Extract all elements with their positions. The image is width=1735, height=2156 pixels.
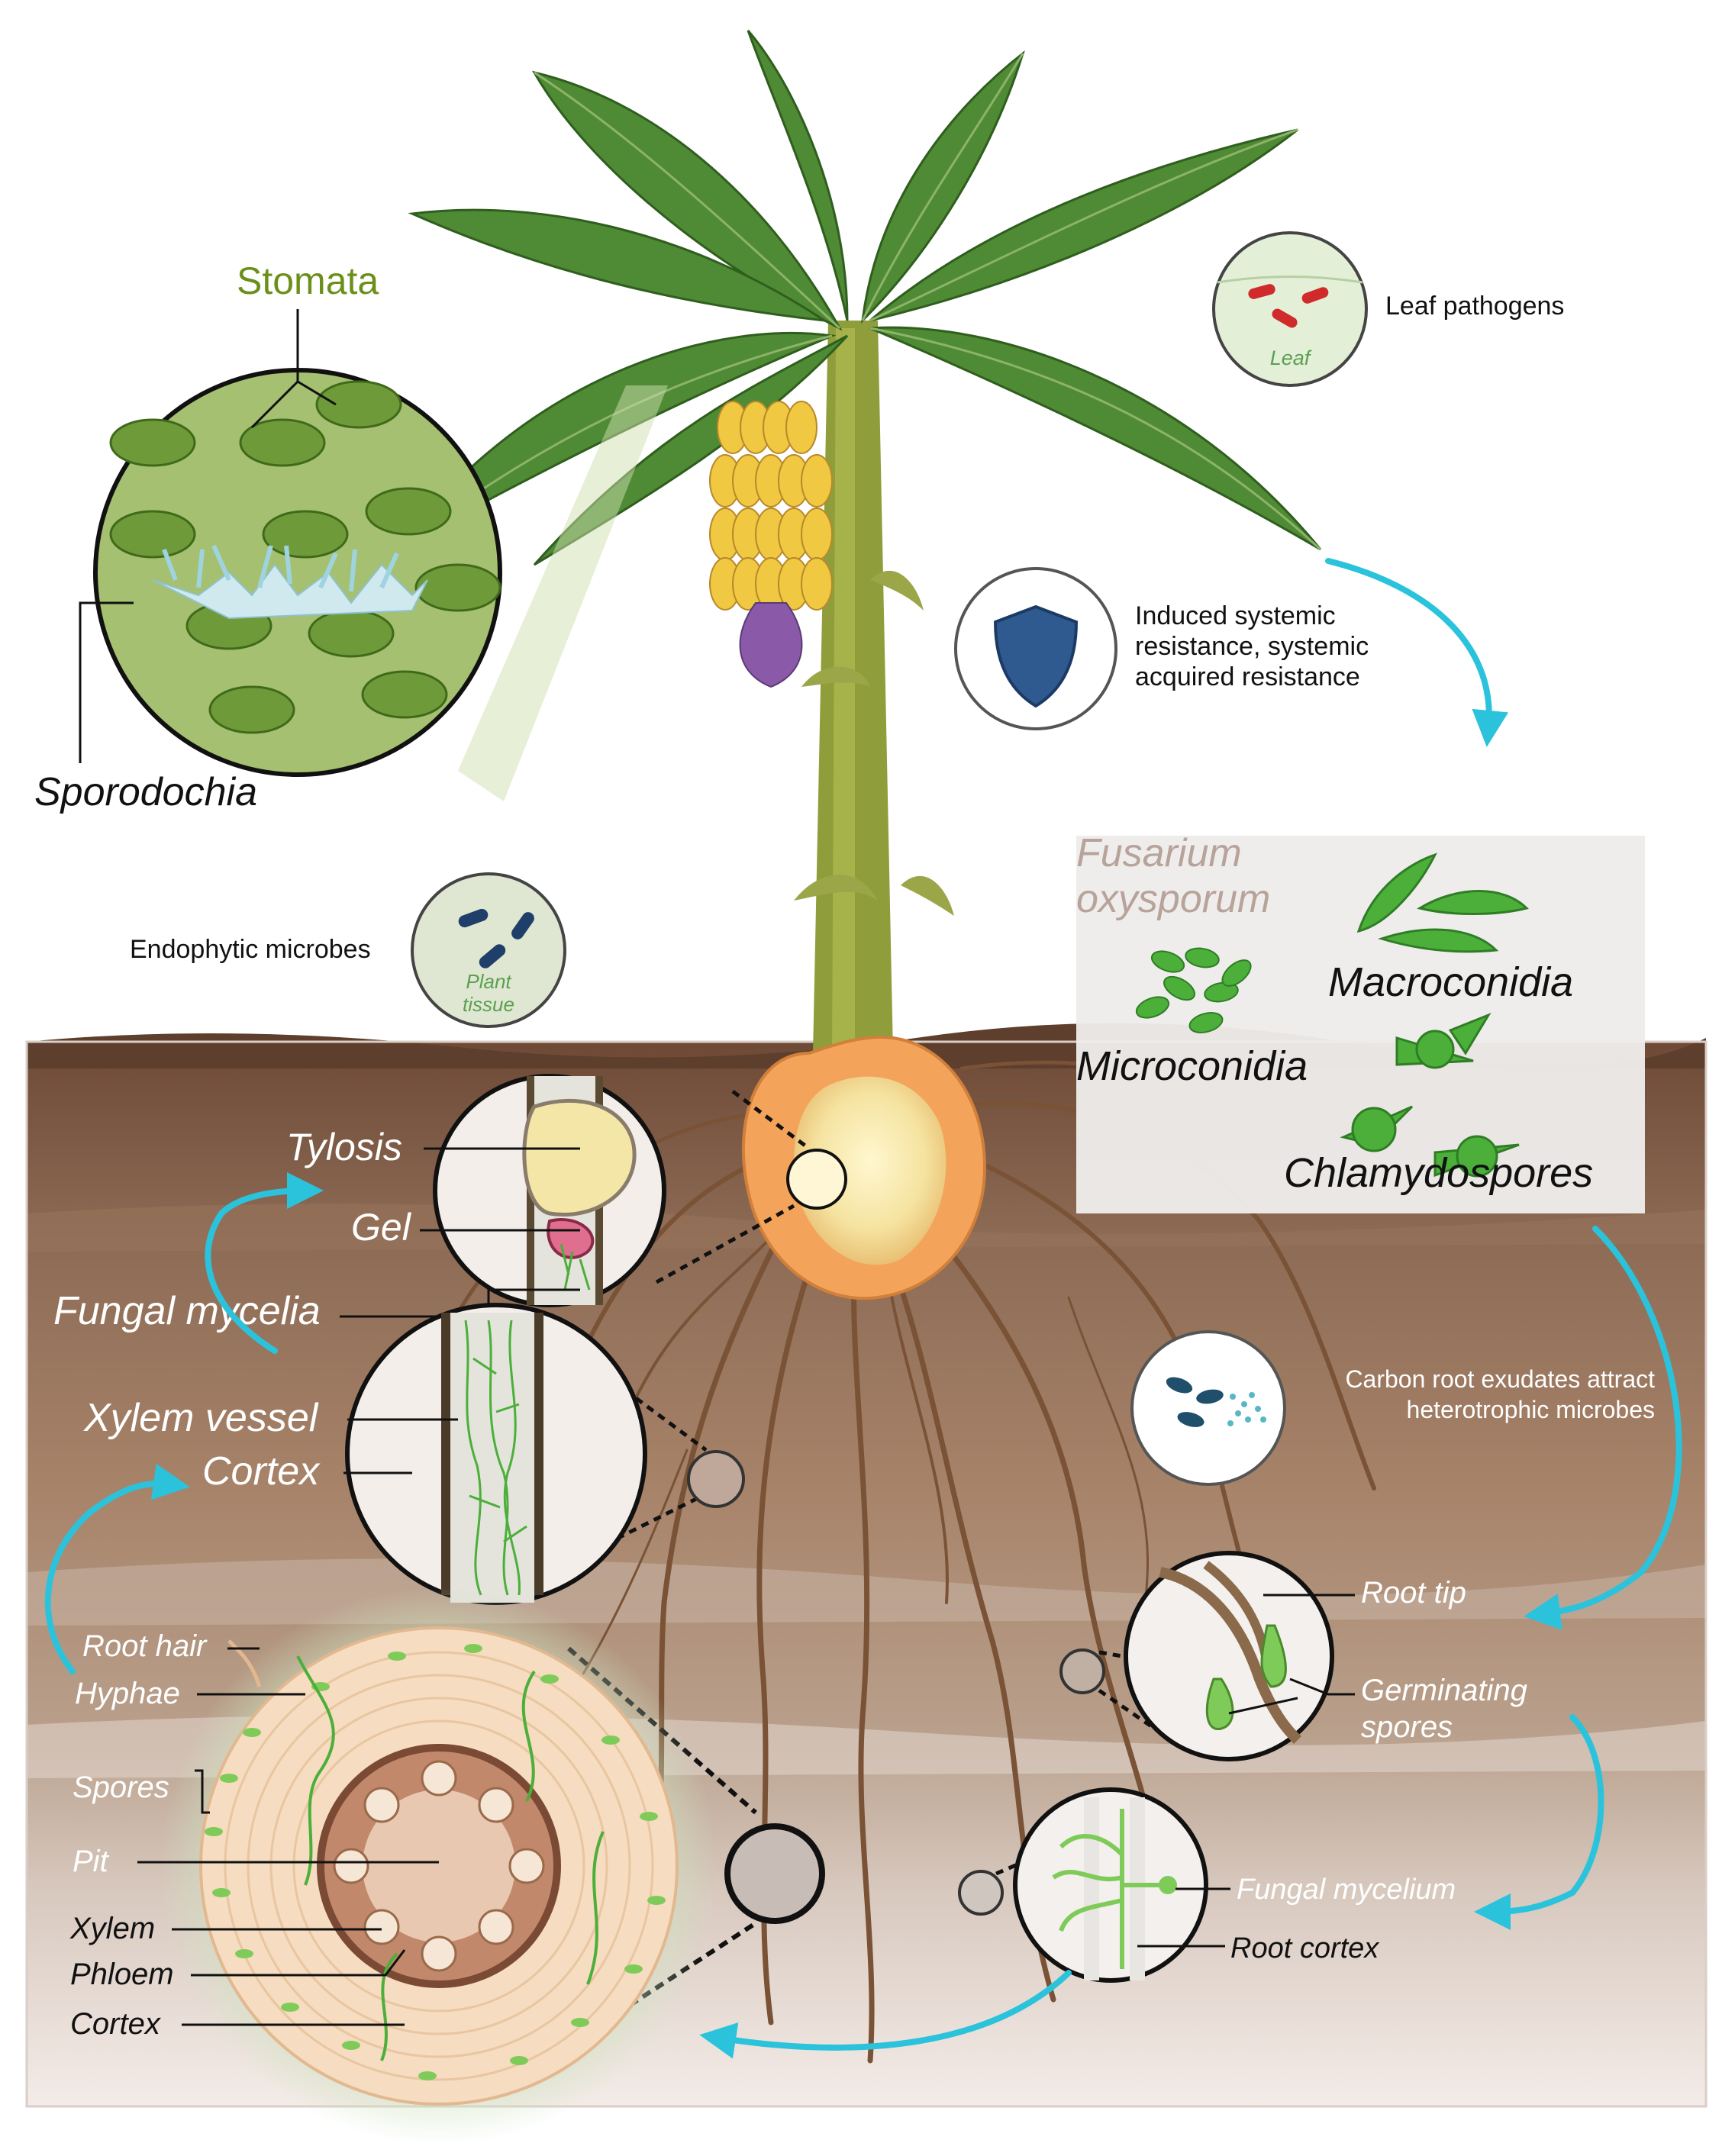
xylem-inset-upper: Tylosis Gel Fungal mycelia bbox=[53, 1074, 811, 1354]
arrow-to-mycelium-inset bbox=[1474, 1714, 1604, 1930]
cross-section-zoom-circle bbox=[724, 1823, 825, 1924]
xylem-vessel-label: Xylem vessel bbox=[83, 1396, 319, 1440]
tylosis-shape bbox=[522, 1098, 637, 1217]
fusarium-name-line-2: oxysporum bbox=[1076, 877, 1270, 921]
banana-bunch bbox=[709, 401, 833, 688]
root-hair-shape bbox=[227, 1639, 262, 1687]
endophytic-microbes-label: Endophytic microbes bbox=[130, 935, 371, 964]
gel-label: Gel bbox=[351, 1206, 412, 1249]
chlamydospores-icon bbox=[1340, 1012, 1520, 1178]
microconidia-label: Microconidia bbox=[1076, 1043, 1308, 1089]
corm bbox=[742, 1036, 987, 1300]
banana-pseudostem bbox=[794, 321, 954, 1053]
germinating-spores-line-2: spores bbox=[1361, 1710, 1453, 1744]
banana-flower bbox=[739, 602, 803, 688]
pit-label: Pit bbox=[73, 1845, 110, 1878]
arrow-to-cross-section bbox=[699, 1970, 1072, 2059]
phloem-label: Phloem bbox=[70, 1958, 174, 1991]
exudates-line-2: heterotrophic microbes bbox=[1407, 1396, 1655, 1423]
arrow-box-to-root-tip bbox=[1524, 1226, 1682, 1630]
root-tip-label: Root tip bbox=[1361, 1576, 1466, 1610]
fungal-mycelia-label: Fungal mycelia bbox=[53, 1289, 321, 1333]
plant-tissue-line-2: tissue bbox=[463, 993, 514, 1016]
fungal-mycelium-shape bbox=[1052, 1809, 1168, 1969]
microbe-icon bbox=[458, 908, 534, 968]
microconidia-icon bbox=[1135, 947, 1252, 1033]
leaf-circle-text: Leaf bbox=[1270, 346, 1312, 369]
fungal-spores-in-cortex bbox=[205, 1644, 666, 2080]
root-hair-label: Root hair bbox=[82, 1629, 208, 1663]
exudate-dots bbox=[1227, 1392, 1266, 1426]
tylosis-label: Tylosis bbox=[286, 1126, 402, 1168]
spores-label: Spores bbox=[73, 1771, 169, 1804]
heterotrophic-microbe-icon bbox=[1166, 1377, 1224, 1427]
corm-zoom-circle bbox=[786, 1149, 847, 1210]
cortex-label-upper: Cortex bbox=[202, 1449, 321, 1494]
bacteria-icon bbox=[1248, 284, 1329, 328]
fungal-mycelium-label: Fungal mycelium bbox=[1237, 1874, 1456, 1906]
arrow-to-upper-inset bbox=[205, 1172, 324, 1354]
xylem-inset-lower: Xylem vessel Cortex bbox=[44, 1303, 745, 1674]
macroconidia-label: Macroconidia bbox=[1328, 959, 1573, 1005]
root-exudates-callout: Carbon root exudates attract heterotroph… bbox=[1130, 1226, 1682, 1630]
fusarium-box: Fusarium oxysporum Macroconidia Microcon… bbox=[1076, 831, 1645, 1213]
hyphae-shape bbox=[296, 1655, 605, 2061]
stomata-inset: Stomata Sporodochia bbox=[34, 259, 668, 814]
arrow-to-lower-inset bbox=[44, 1463, 190, 1674]
xylem-label: Xylem bbox=[69, 1912, 155, 1945]
exudates-line-1: Carbon root exudates attract bbox=[1345, 1365, 1655, 1393]
resistance-line-1: Induced systemic bbox=[1135, 601, 1336, 630]
mycelium-inset: Fungal mycelium Root cortex bbox=[699, 1787, 1456, 2059]
root-zoom-circle bbox=[687, 1450, 745, 1508]
leaf-midribs bbox=[396, 53, 1322, 551]
root-cross-section: Root hair Hyphae Spores Pit Xylem Phloem… bbox=[69, 1587, 825, 2145]
leaf-pathogens-label: Leaf pathogens bbox=[1385, 292, 1564, 321]
leaf-pathogens-callout: Leaf Leaf pathogens bbox=[1212, 231, 1564, 387]
fusarium-name-line-1: Fusarium bbox=[1076, 831, 1242, 875]
sporodochia-pointer bbox=[79, 601, 134, 763]
sporodochia-structures bbox=[152, 544, 428, 620]
resistance-line-2: resistance, systemic bbox=[1135, 632, 1369, 661]
sporodochia-label: Sporodochia bbox=[34, 770, 257, 814]
fungal-mycelia-shape bbox=[464, 1320, 527, 1596]
plant-tissue-line-1: Plant bbox=[466, 970, 512, 993]
arrow-leaf-to-box bbox=[1325, 558, 1509, 747]
resistance-line-3: acquired resistance bbox=[1135, 662, 1360, 691]
root-tip-inset: Root tip Germinating spores bbox=[1059, 1551, 1604, 1930]
hyphae-label: Hyphae bbox=[75, 1677, 180, 1710]
chlamydospores-label: Chlamydospores bbox=[1284, 1150, 1593, 1196]
systemic-resistance-callout: Induced systemic resistance, systemic ac… bbox=[954, 558, 1509, 747]
cortex-label-lower: Cortex bbox=[70, 2007, 162, 2041]
stomata-title: Stomata bbox=[237, 259, 379, 302]
banana-leaves bbox=[395, 30, 1322, 566]
macroconidia-icon bbox=[1356, 852, 1529, 953]
germinating-spores-line-1: Germinating bbox=[1361, 1674, 1527, 1707]
root-cortex-label: Root cortex bbox=[1230, 1932, 1380, 1964]
endophytic-microbes-callout: Plant tissue Endophytic microbes bbox=[130, 872, 566, 1028]
xylem-vessels bbox=[333, 1760, 545, 1972]
shield-icon bbox=[993, 604, 1079, 708]
